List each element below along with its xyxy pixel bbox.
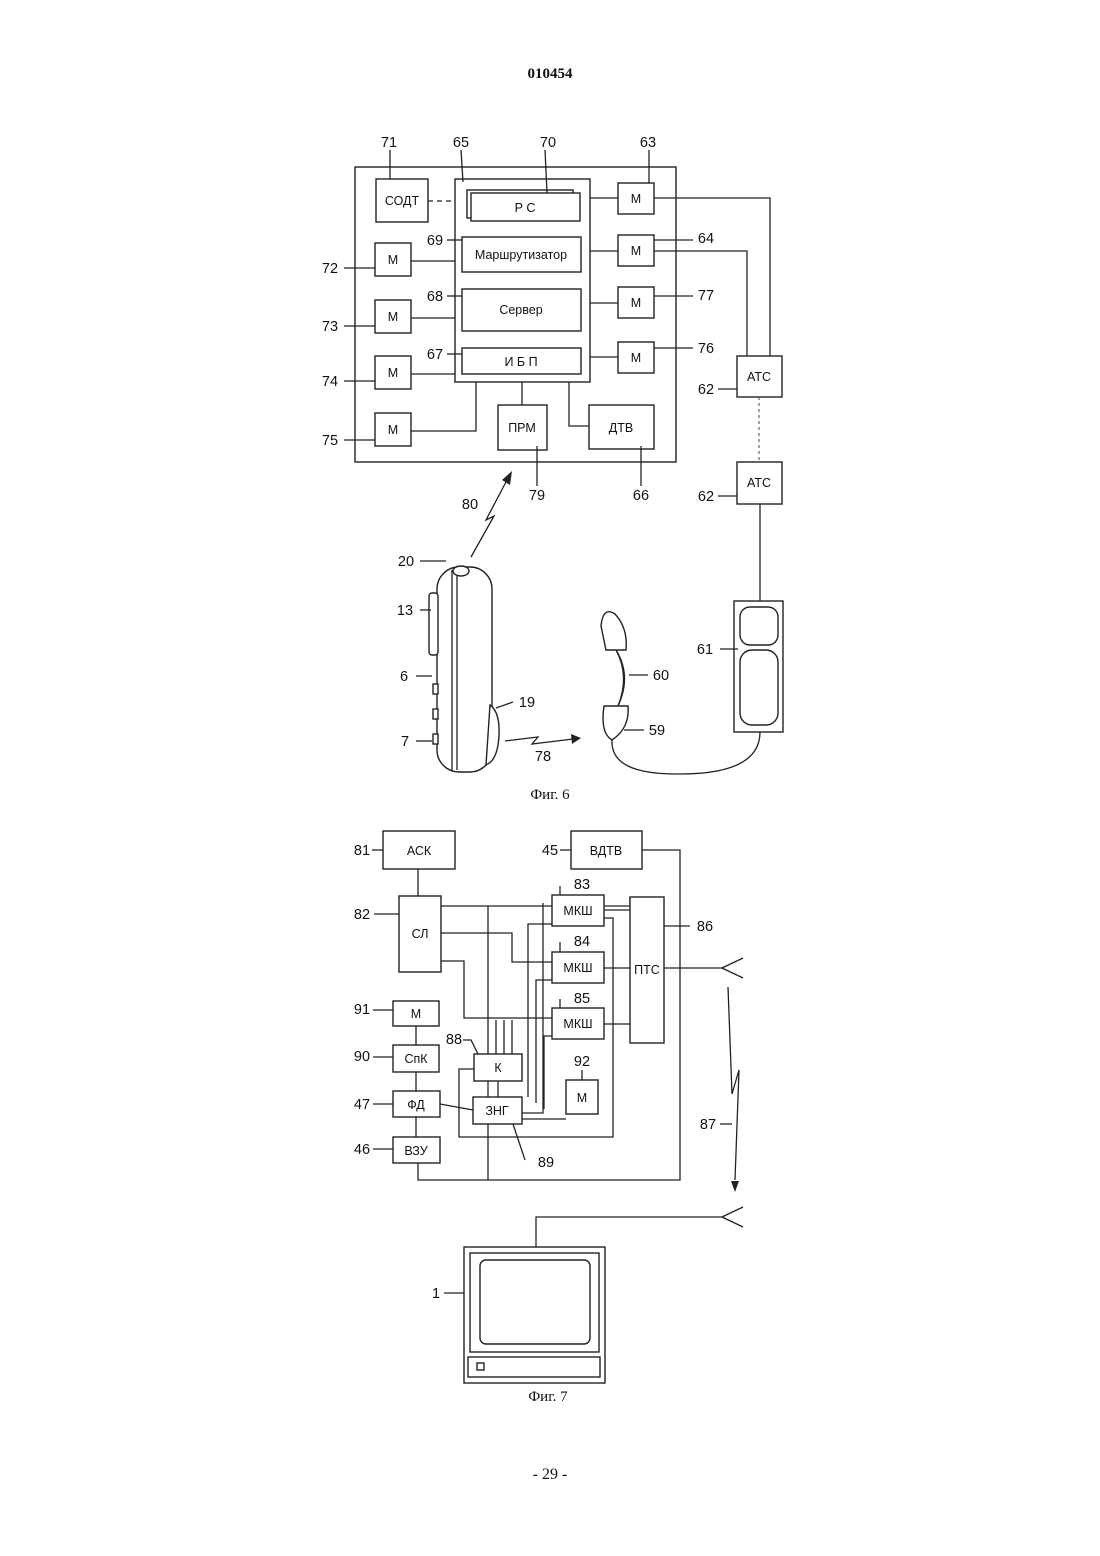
ref-59: 59 — [649, 723, 665, 739]
ref-77: 77 — [698, 288, 714, 304]
handset-60 — [601, 612, 628, 740]
fig7-caption: Фиг. 7 — [528, 1389, 568, 1405]
ref-64: 64 — [698, 231, 714, 247]
wireless-arrow-78 — [571, 734, 581, 744]
ibp-label: И Б П — [504, 355, 537, 369]
modem-72-label: М — [388, 253, 398, 267]
ref-87: 87 — [700, 1117, 716, 1133]
ref-1: 1 — [432, 1286, 440, 1302]
ref-85: 85 — [574, 991, 590, 1007]
ats-top-label: АТС — [747, 370, 771, 384]
ref-92: 92 — [574, 1054, 590, 1070]
sl-label: СЛ — [412, 927, 429, 941]
ref-90: 90 — [354, 1049, 370, 1065]
modem-76-label: М — [631, 351, 641, 365]
tv-receiver-1 — [464, 1247, 605, 1383]
page-number: - 29 - — [0, 1466, 1100, 1484]
fig6-diagram: СОДТ Р С Маршрутизатор Сервер И Б П М М … — [322, 135, 783, 803]
ref-47: 47 — [354, 1097, 370, 1113]
ref-19: 19 — [519, 695, 535, 711]
ref-75: 75 — [322, 433, 338, 449]
mksh-84-label: МКШ — [563, 961, 592, 975]
fd-label: ФД — [407, 1098, 425, 1112]
ref-62-top: 62 — [698, 382, 714, 398]
ref-69: 69 — [427, 233, 443, 249]
pts-label: ПТС — [634, 963, 660, 977]
modem-91-label: М — [411, 1007, 421, 1021]
ref-88: 88 — [446, 1032, 462, 1048]
ref-79: 79 — [529, 488, 545, 504]
ask-label: АСК — [407, 844, 432, 858]
ref-66: 66 — [633, 488, 649, 504]
fig6-caption: Фиг. 6 — [530, 787, 570, 803]
ref-13: 13 — [397, 603, 413, 619]
ref-70: 70 — [540, 135, 556, 151]
ref-7: 7 — [401, 734, 409, 750]
transmit-antenna-icon — [722, 958, 743, 978]
vdtv-label: ВДТВ — [590, 844, 623, 858]
payphone-61 — [734, 601, 783, 732]
modem-77-label: М — [631, 296, 641, 310]
rs-label: Р С — [515, 201, 536, 215]
modem-64-label: М — [631, 244, 641, 258]
fig7-diagram: АСК ВДТВ СЛ МКШ МКШ МКШ ПТС М СпК ФД ВЗУ… — [354, 831, 743, 1405]
wireless-link-80 — [471, 480, 507, 557]
router-label: Маршрутизатор — [475, 248, 567, 262]
ref-84: 84 — [574, 934, 590, 950]
spk-label: СпК — [404, 1052, 428, 1066]
ref-82: 82 — [354, 907, 370, 923]
mksh-85-label: МКШ — [563, 1017, 592, 1031]
handset-cord — [612, 732, 760, 774]
prm-label: ПРМ — [508, 421, 536, 435]
ref-91: 91 — [354, 1002, 370, 1018]
ref-65: 65 — [453, 135, 469, 151]
vzu-label: ВЗУ — [404, 1144, 427, 1158]
server-label: Сервер — [499, 303, 542, 317]
ref-61: 61 — [697, 642, 713, 658]
ref-62-bottom: 62 — [698, 489, 714, 505]
ref-73: 73 — [322, 319, 338, 335]
wireless-arrow-80 — [502, 471, 512, 485]
ref-45: 45 — [542, 843, 558, 859]
k-label: К — [494, 1061, 502, 1075]
ref-89: 89 — [538, 1155, 554, 1171]
mobile-device — [429, 566, 499, 772]
ref-20: 20 — [398, 554, 414, 570]
ref-86: 86 — [697, 919, 713, 935]
modem-74-label: М — [388, 366, 398, 380]
ref-76: 76 — [698, 341, 714, 357]
broadcast-arrow-87 — [731, 1181, 739, 1192]
broadcast-link-87 — [728, 987, 739, 1180]
modem-63-label: М — [631, 192, 641, 206]
ref-81: 81 — [354, 843, 370, 859]
ref-68: 68 — [427, 289, 443, 305]
ref-63: 63 — [640, 135, 656, 151]
ref-67: 67 — [427, 347, 443, 363]
receive-antenna-icon — [536, 1207, 743, 1247]
ref-74: 74 — [322, 374, 338, 390]
ref-80: 80 — [462, 497, 478, 513]
dtv-label: ДТВ — [609, 421, 633, 435]
ref-83: 83 — [574, 877, 590, 893]
zng-label: ЗНГ — [485, 1104, 509, 1118]
ref-6: 6 — [400, 669, 408, 685]
modem-92-label: М — [577, 1091, 587, 1105]
ref-72: 72 — [322, 261, 338, 277]
modem-75-label: М — [388, 423, 398, 437]
ref-46: 46 — [354, 1142, 370, 1158]
ref-60: 60 — [653, 668, 669, 684]
ats-bottom-label: АТС — [747, 476, 771, 490]
ref-71: 71 — [381, 135, 397, 151]
ref-78: 78 — [535, 749, 551, 765]
mksh-83-label: МКШ — [563, 904, 592, 918]
wireless-link-78 — [505, 737, 573, 744]
modem-73-label: М — [388, 310, 398, 324]
sodt-label: СОДТ — [385, 194, 420, 208]
